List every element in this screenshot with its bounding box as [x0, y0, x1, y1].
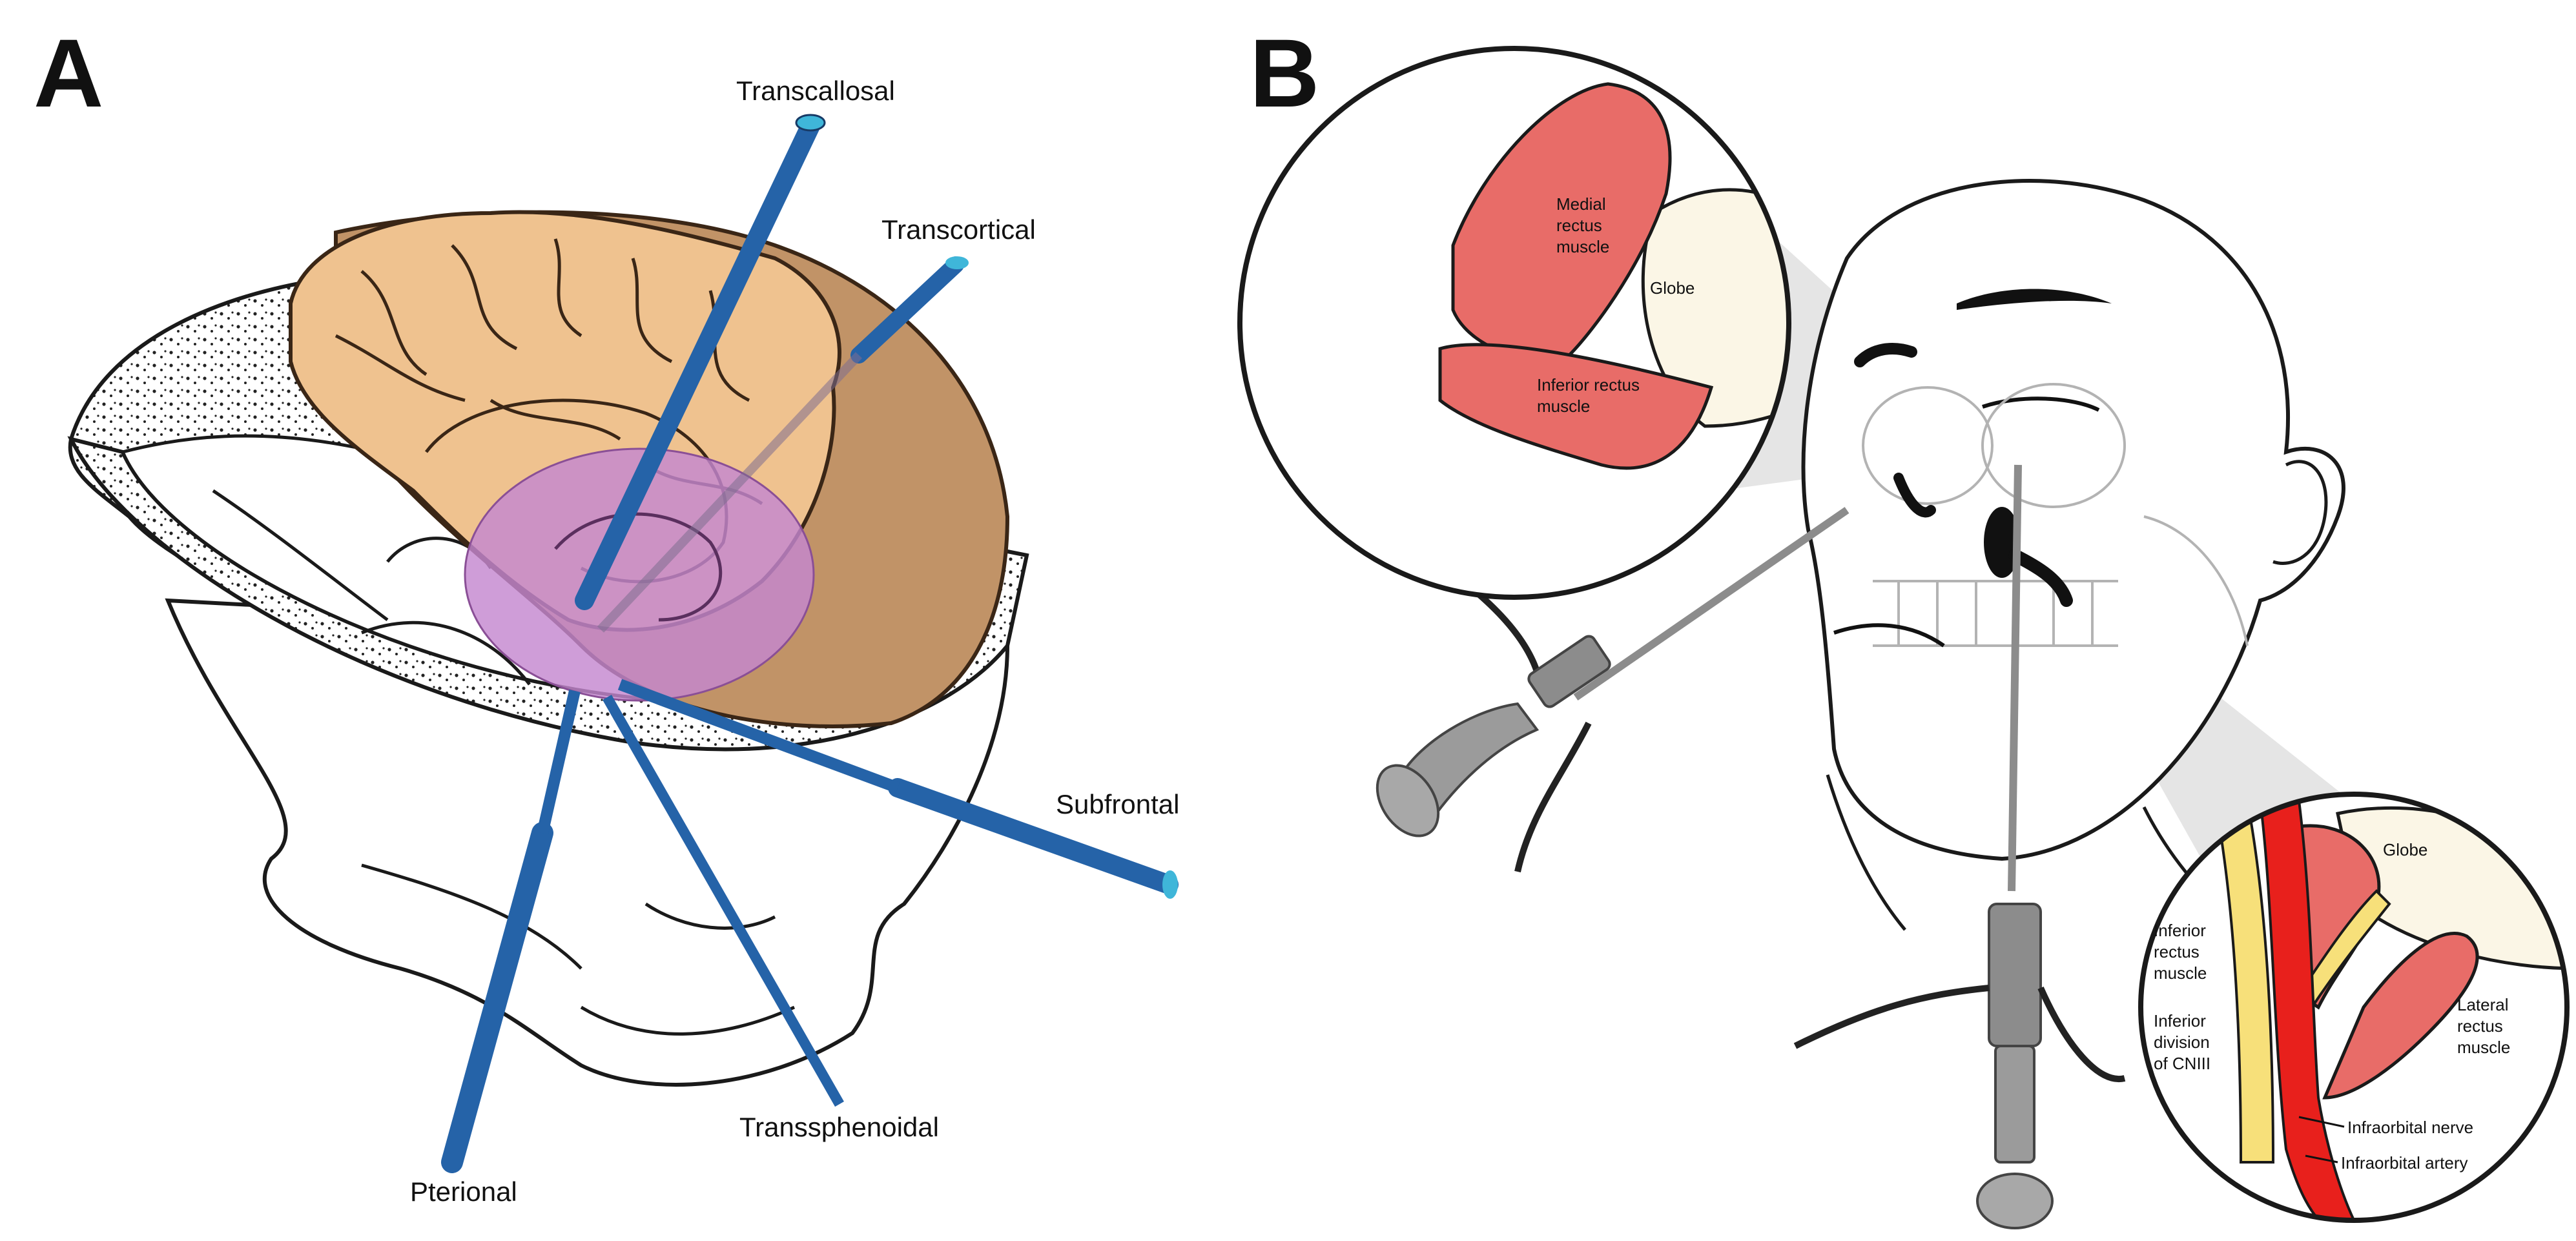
lower-lateral-rectus-label-1: Lateral: [2457, 995, 2509, 1014]
lower-lateral-rectus-label-2: rectus: [2457, 1016, 2503, 1036]
panel-b-art: Medial rectus muscle Globe Inferior rect…: [1237, 46, 2570, 1229]
head-outline: [1801, 179, 2345, 861]
upper-inferior-rectus-label-1: Inferior rectus: [1537, 375, 1640, 395]
pterional-instrument: [441, 690, 581, 1173]
lower-infraorbital-nerve-label: Infraorbital nerve: [2347, 1118, 2473, 1137]
lower-lateral-rectus-label-3: muscle: [2457, 1038, 2510, 1057]
lower-nerve: [2213, 799, 2275, 1164]
lower-lateral-rectus: [2322, 932, 2479, 1100]
lower-inferior-rectus-label-3: muscle: [2154, 963, 2207, 983]
endoscope-transnasal: [1793, 464, 2126, 1229]
upper-inferior-rectus-label-2: muscle: [1537, 396, 1590, 416]
lower-cn3-label-3: of CNIII: [2154, 1054, 2210, 1073]
lower-inset: Globe Inferior rectus muscle Inferior di…: [2138, 792, 2570, 1223]
upper-inset: Medial rectus muscle Globe Inferior rect…: [1237, 46, 1791, 600]
transcallosal-instrument: [575, 114, 826, 610]
panel-a-letter: A: [34, 19, 104, 127]
upper-inferior-rectus: [1438, 343, 1714, 470]
upper-medial-rectus-label-2: rectus: [1556, 216, 1602, 235]
upper-medial-rectus-label-3: muscle: [1556, 237, 1609, 256]
label-transcallosal: Transcallosal: [736, 76, 895, 106]
lower-inferior-rectus-label-1: Inferior: [2154, 921, 2206, 940]
label-pterional: Pterional: [410, 1176, 517, 1207]
target-zone: [464, 447, 815, 702]
lower-infraorbital-artery-label: Infraorbital artery: [2341, 1153, 2468, 1173]
transcortical-instrument: [597, 256, 969, 633]
panel-b-letter: B: [1250, 19, 1320, 127]
endoscope-lateral: [1376, 507, 1850, 873]
lower-cn3: [2297, 889, 2391, 1010]
lower-globe-label: Globe: [2383, 840, 2427, 859]
lower-inferior-rectus-label-2: rectus: [2154, 942, 2200, 961]
upper-medial-rectus-label-1: Medial: [1556, 194, 1606, 214]
label-transcortical: Transcortical: [881, 214, 1036, 245]
subfrontal-instrument: [617, 679, 1179, 899]
lower-cn3-label-2: division: [2154, 1032, 2210, 1052]
upper-globe-label: Globe: [1650, 278, 1695, 298]
lower-cn3-label-1: Inferior: [2154, 1011, 2206, 1031]
lower-artery: [2258, 799, 2360, 1220]
label-subfrontal: Subfrontal: [1056, 789, 1179, 819]
transsphenoidal-instrument: [603, 695, 844, 1107]
panel-a-art: Transcallosal Transcortical Subfrontal P…: [67, 76, 1179, 1207]
label-transsphenoidal: Transsphenoidal: [739, 1112, 939, 1142]
